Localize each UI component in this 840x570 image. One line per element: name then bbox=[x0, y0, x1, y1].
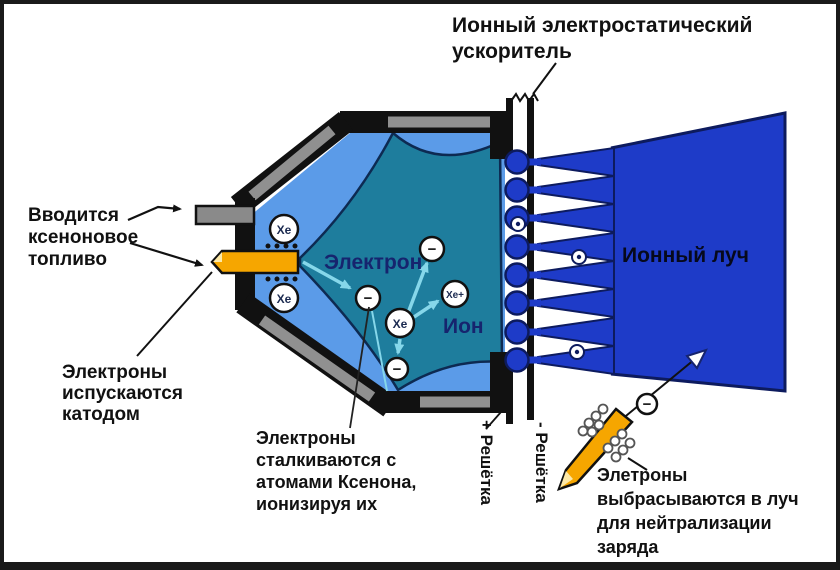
wall-bottom-left-insert bbox=[258, 315, 376, 402]
neutralizer-electron bbox=[635, 392, 659, 416]
neutralizer: − bbox=[556, 348, 708, 492]
title-line2: ускоритель bbox=[452, 40, 572, 63]
xe-atom-bottom bbox=[268, 282, 300, 314]
xe-atom-top bbox=[268, 213, 300, 245]
beam-body bbox=[611, 113, 785, 391]
electron-1-symbol: − bbox=[364, 290, 373, 307]
accelerator-grids bbox=[506, 92, 539, 424]
neutralizer-pointer bbox=[627, 457, 648, 471]
neutralizer-coils bbox=[577, 403, 636, 463]
collision-label-line1: Электроны bbox=[256, 428, 356, 448]
positive-grid-bottom bbox=[506, 352, 513, 424]
neutralizer-label-line4: заряда bbox=[597, 537, 659, 557]
fuel-arrow-bottom bbox=[129, 241, 204, 267]
cathode-tip-highlight bbox=[213, 252, 222, 262]
negative-grid bbox=[527, 98, 534, 420]
arrow-cathode-to-electron bbox=[302, 260, 352, 290]
discharge-chamber bbox=[250, 128, 505, 394]
positive-grid-top bbox=[506, 98, 513, 160]
fuel-label-line2: ксеноновое bbox=[28, 227, 138, 248]
xe-atom-bottom-label: Xe bbox=[277, 292, 292, 306]
neutralizer-label-line2: выбрасываются в луч bbox=[597, 489, 799, 509]
text-labels: Ионный электростатический ускоритель Вво… bbox=[28, 14, 799, 557]
electron-3-symbol: − bbox=[393, 361, 402, 378]
negative-grid-label: - Решётка bbox=[532, 422, 551, 503]
xe-ion bbox=[440, 279, 470, 309]
arrow-xe-to-ion bbox=[413, 299, 440, 319]
propellant-inlet bbox=[194, 204, 256, 226]
cathode-pointer bbox=[136, 271, 213, 357]
arrow-xe-to-freed-electron bbox=[406, 261, 429, 314]
electron-2 bbox=[418, 235, 446, 263]
neutralizer-arrowhead bbox=[685, 348, 708, 370]
plasma-core-region bbox=[298, 131, 504, 392]
cathode-label-line1: Электроны bbox=[62, 362, 167, 383]
beam-jets bbox=[504, 146, 615, 376]
wall-top-left-insert bbox=[248, 125, 336, 201]
electron-paths bbox=[302, 260, 440, 392]
ion-beam: Ионный луч bbox=[504, 111, 787, 393]
cathode-label-line2: испускаются bbox=[62, 383, 183, 404]
neutralizer-cathode-body bbox=[556, 407, 634, 492]
cathode-coil-dots bbox=[265, 243, 298, 282]
neutralizer-label-line3: для нейтрализации bbox=[597, 513, 772, 533]
positive-grid-pointer bbox=[485, 411, 502, 430]
collision-label-line2: сталкиваются с bbox=[256, 450, 396, 470]
neutralizer-tip-highlight bbox=[560, 471, 573, 488]
electrons: − − − bbox=[354, 235, 446, 382]
fuel-tube bbox=[194, 204, 256, 226]
pointer-lines bbox=[127, 62, 557, 430]
neutralizer-electron-symbol: − bbox=[643, 396, 652, 413]
collision-pointer bbox=[349, 306, 370, 429]
cathode-label-line3: катодом bbox=[62, 404, 140, 425]
xe-atom-top-label: Xe bbox=[277, 223, 292, 237]
beam-ion-dots bbox=[510, 216, 587, 360]
electron-label: Электрон bbox=[324, 251, 422, 274]
neutralizer-label-line1: Элетроны bbox=[597, 465, 687, 485]
ion-label: Ион bbox=[443, 315, 484, 338]
neutralizer-electron-line bbox=[620, 358, 696, 421]
xe-atom-center bbox=[384, 307, 416, 339]
fuel-label-line1: Вводится bbox=[28, 205, 119, 226]
electron-trajectory-down bbox=[371, 310, 388, 392]
title-line1: Ионный электростатический bbox=[452, 14, 752, 37]
xe-atom-center-label: Xe bbox=[393, 317, 408, 331]
hollow-cathode bbox=[210, 243, 300, 282]
fuel-arrow-top bbox=[127, 204, 182, 222]
xenon-atoms: Xe Xe Xe Xe+ bbox=[268, 213, 470, 339]
cathode-body bbox=[210, 249, 300, 275]
electron-2-symbol: − bbox=[428, 241, 437, 258]
ion-beam-label: Ионный луч bbox=[622, 244, 749, 267]
beam-outline bbox=[610, 111, 787, 393]
title-pointer bbox=[532, 62, 557, 95]
arrow-xe-down bbox=[394, 338, 405, 355]
positive-grid-label: + Решётка bbox=[477, 420, 496, 505]
fuel-label-line3: топливо bbox=[28, 249, 107, 270]
electron-3 bbox=[384, 356, 410, 382]
collision-label-line3: атомами Ксенона, bbox=[256, 472, 416, 492]
xe-ion-label: Xe+ bbox=[446, 290, 464, 301]
collision-label-line4: ионизируя их bbox=[256, 494, 377, 514]
